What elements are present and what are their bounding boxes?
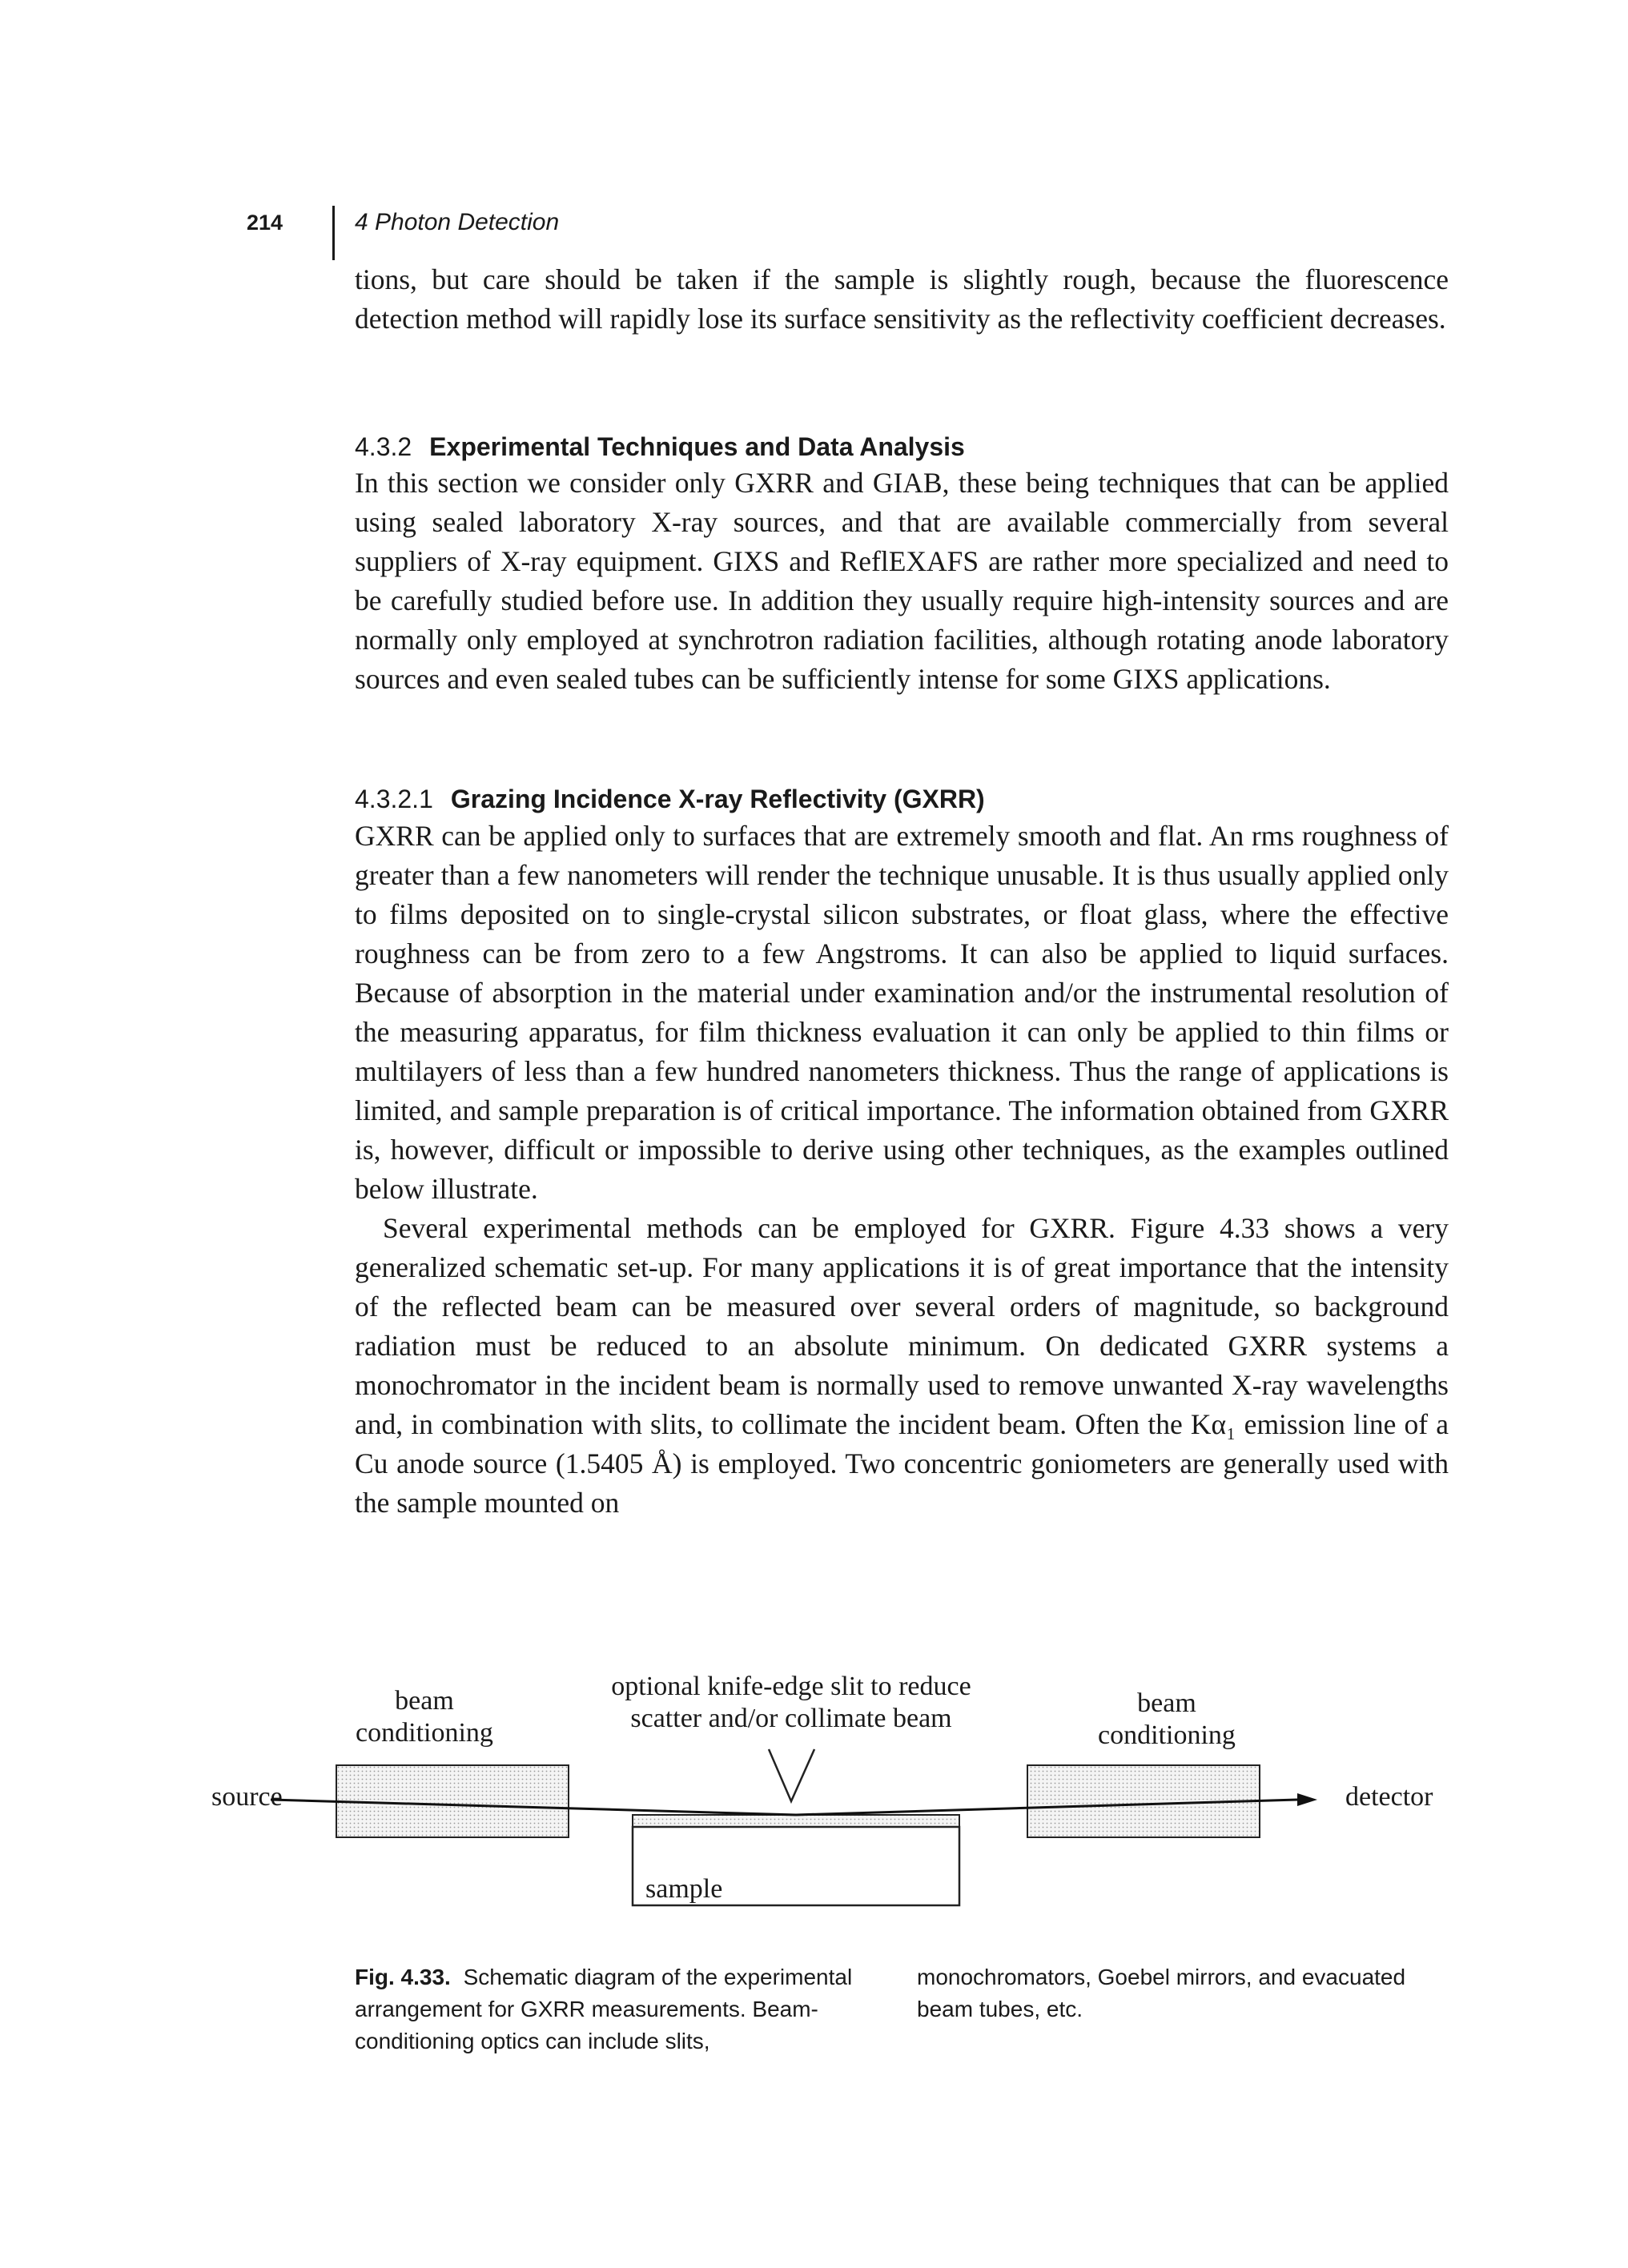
subsection-title: Grazing Incidence X-ray Reflectivity (GX… (450, 785, 985, 813)
sample-label: sample (645, 1874, 722, 1904)
source-label: source (211, 1782, 283, 1812)
gxrr-schematic-diagram: source beam conditioning optional knife-… (211, 1672, 1433, 1907)
beam-conditioning-right-label-line2: conditioning (1098, 1720, 1236, 1750)
figure-caption: Fig. 4.33. Schematic diagram of the expe… (355, 1961, 1449, 2057)
intro-paragraph: tions, but care should be taken if the s… (355, 263, 1449, 335)
section-heading: 4.3.2 Experimental Techniques and Data An… (355, 432, 1449, 462)
sample-surface (632, 1814, 960, 1828)
header-rule (332, 206, 335, 260)
caption-text-2: monochromators, Goebel mirrors, and evac… (917, 1965, 1406, 2021)
beam-conditioning-optics-left (336, 1764, 569, 1838)
reflected-beam-line (795, 1798, 1298, 1816)
section-paragraph: In this section we consider only GXRR an… (355, 467, 1449, 695)
caption-column-2: monochromators, Goebel mirrors, and evac… (917, 1961, 1437, 2057)
subsection-number: 4.3.2.1 (355, 785, 433, 813)
caption-figure-label: Fig. 4.33. (355, 1965, 451, 1989)
slit-label-line1: optional knife-edge slit to reduce (611, 1672, 971, 1701)
section-number: 4.3.2 (355, 432, 412, 461)
beam-arrowhead (1297, 1793, 1317, 1806)
section-title: Experimental Techniques and Data Analysi… (429, 432, 965, 461)
page-number: 214 (247, 211, 283, 235)
slit-label-line2: scatter and/or collimate beam (630, 1704, 951, 1733)
subsection-paragraph-1: GXRR can be applied only to surfaces tha… (355, 820, 1449, 1205)
sample-block (631, 1825, 961, 1907)
knife-edge-slit (767, 1748, 816, 1804)
subsection-paragraph-block: GXRR can be applied only to surfaces tha… (355, 817, 1449, 1523)
caption-text-1: Schematic diagram of the experimental ar… (355, 1965, 853, 2053)
beam-conditioning-left-label-line2: conditioning (356, 1718, 493, 1748)
incident-beam-line (270, 1798, 797, 1816)
intro-paragraph-block: tions, but care should be taken if the s… (355, 260, 1449, 339)
running-head: 4 Photon Detection (355, 209, 560, 235)
beam-conditioning-left-label-line1: beam (395, 1686, 454, 1716)
subsection-paragraph-2: Several experimental methods can be empl… (355, 1212, 1449, 1519)
caption-column-1: Fig. 4.33. Schematic diagram of the expe… (355, 1961, 875, 2057)
beam-conditioning-right-label-line1: beam (1137, 1688, 1196, 1718)
detector-label: detector (1345, 1782, 1433, 1812)
subsection-heading: 4.3.2.1 Grazing Incidence X-ray Reflectiv… (355, 785, 1449, 814)
section-paragraph-block: In this section we consider only GXRR an… (355, 464, 1449, 699)
